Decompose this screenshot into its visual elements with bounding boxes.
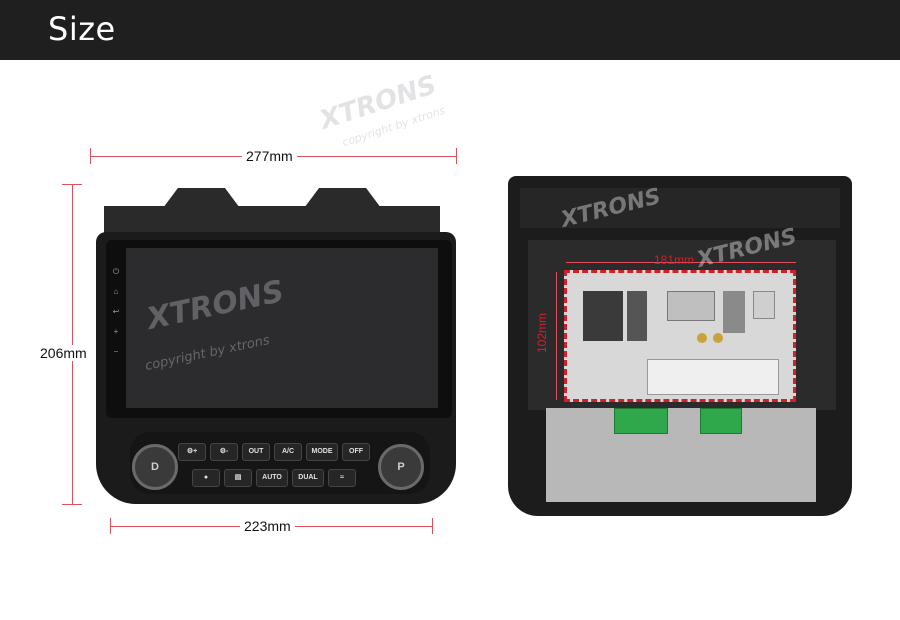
back-icon: ↩	[112, 307, 120, 316]
off-button[interactable]: OFF	[342, 443, 370, 461]
recirc-button[interactable]: ≈	[328, 469, 356, 487]
white-harness-port	[667, 291, 715, 321]
width-bottom-label: 223mm	[240, 518, 295, 534]
fan-up-button[interactable]: ⚙+	[178, 443, 206, 461]
climate-module-chassis	[546, 408, 816, 502]
touch-screen: XTRONS copyright by xtrons	[126, 248, 438, 408]
defrost-rear-button[interactable]: ▤	[224, 469, 252, 487]
auto-button[interactable]: AUTO	[256, 469, 288, 487]
copyright-watermark-top: copyright by xtrons	[340, 103, 447, 150]
rear-cutout-panel	[564, 270, 796, 402]
mode-button[interactable]: MODE	[306, 443, 338, 461]
defrost-front-button[interactable]: ●	[192, 469, 220, 487]
width-top-label: 277mm	[242, 148, 297, 164]
home-icon: ⌂	[113, 287, 119, 296]
page-title: Size	[48, 10, 116, 48]
fan-down-button[interactable]: ⚙-	[210, 443, 238, 461]
height-left-tick-bottom	[62, 504, 82, 505]
rear-top-bracket	[520, 188, 840, 228]
width-top-tick-right	[456, 148, 457, 164]
dual-button[interactable]: DUAL	[292, 469, 324, 487]
gold-rca-left	[697, 333, 707, 343]
spec-label-sticker	[647, 359, 779, 395]
width-bottom-tick-right	[432, 518, 433, 534]
width-bottom-tick-left	[110, 518, 111, 534]
left-knob[interactable]: D	[132, 444, 178, 490]
right-knob[interactable]: P	[378, 444, 424, 490]
side-icon-strip: ⏻ ⌂ ↩ + −	[110, 262, 122, 362]
copyright-watermark-screen: copyright by xtrons	[143, 332, 272, 375]
rear-height-label: 102mm	[535, 312, 550, 354]
rear-width-line	[566, 262, 796, 263]
green-connector-left	[614, 408, 668, 434]
height-left-line	[72, 184, 73, 504]
rear-height-line	[556, 272, 557, 400]
green-connector-right	[700, 408, 742, 434]
main-harness-port	[583, 291, 623, 341]
aux-harness-port	[627, 291, 647, 341]
header-bar: Size	[0, 0, 900, 60]
width-top-tick-left	[90, 148, 91, 164]
usb-ports	[723, 291, 745, 333]
out-button[interactable]: OUT	[242, 443, 270, 461]
ac-button[interactable]: A/C	[274, 443, 302, 461]
antenna-port	[753, 291, 775, 319]
volume-up-icon: +	[113, 327, 119, 336]
rear-width-label: 181mm	[654, 253, 695, 267]
volume-down-icon: −	[113, 347, 119, 356]
power-icon: ⏻	[112, 267, 120, 276]
height-left-label: 206mm	[36, 345, 91, 361]
brand-watermark-screen: XTRONS	[143, 273, 288, 338]
gold-rca-right	[713, 333, 723, 343]
height-left-tick-top	[62, 184, 82, 185]
